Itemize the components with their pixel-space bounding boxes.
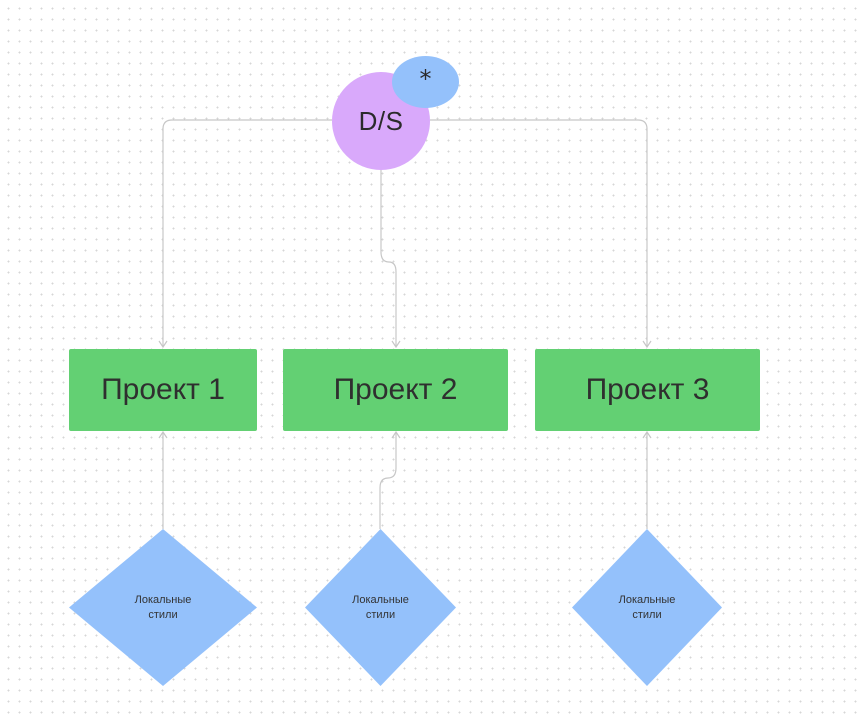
asterisk-badge[interactable]: * — [392, 56, 459, 108]
design-system-node[interactable]: D/S — [332, 72, 430, 170]
edge-ds-project-1[interactable] — [162, 119, 332, 346]
project-label-2: Проект 2 — [333, 373, 458, 406]
project-node-2[interactable]: Проект 2 — [283, 349, 508, 431]
local-styles-node-1[interactable]: Локальные стили — [69, 529, 257, 686]
project-node-1[interactable]: Проект 1 — [69, 349, 257, 431]
arrowhead-project-2-bottom — [391, 430, 401, 439]
edge-ds-project-3[interactable] — [430, 119, 648, 346]
edge-ds-project-2[interactable] — [380, 170, 397, 346]
project-label-3: Проект 3 — [585, 373, 710, 406]
asterisk-icon: * — [419, 65, 432, 93]
arrowhead-project-1-top — [158, 340, 168, 349]
arrowhead-project-1-bottom — [158, 430, 168, 439]
arrowhead-project-3-top — [642, 340, 652, 349]
local-styles-label-1: Локальные стили — [134, 593, 192, 621]
edge-local-2-project-2[interactable] — [379, 433, 397, 529]
diamond-shape-3 — [572, 529, 722, 686]
diamond-shape-2 — [305, 529, 456, 686]
local-styles-label-3: Локальные стили — [618, 593, 676, 621]
arrowhead-project-3-bottom — [642, 430, 652, 439]
design-system-label: D/S — [358, 105, 404, 136]
arrowhead-project-2-top — [391, 340, 401, 349]
project-node-3[interactable]: Проект 3 — [535, 349, 760, 431]
diamond-shape-1 — [69, 529, 257, 686]
project-label-1: Проект 1 — [101, 373, 225, 406]
local-styles-node-3[interactable]: Локальные стили — [572, 529, 722, 686]
local-styles-label-2: Локальные стили — [352, 593, 409, 621]
local-styles-node-2[interactable]: Локальные стили — [305, 529, 456, 686]
